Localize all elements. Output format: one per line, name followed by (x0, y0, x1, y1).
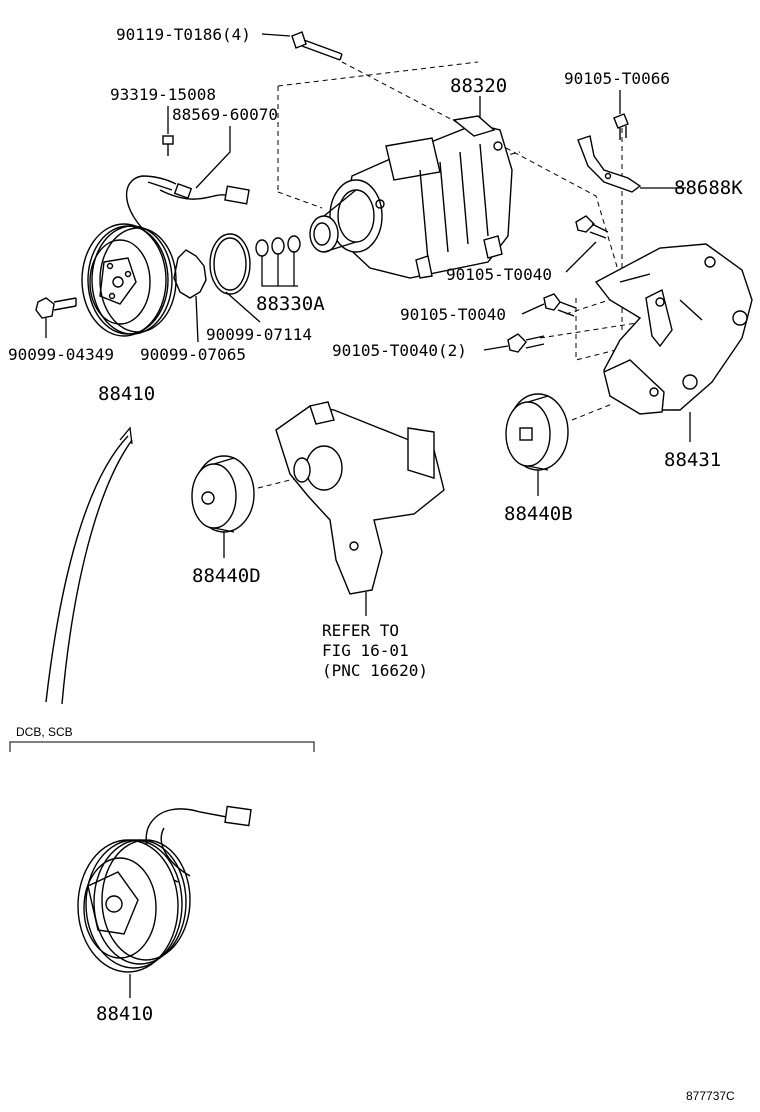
small-bolt-icon[interactable] (162, 135, 174, 156)
callout-bolt-small: 93319-15008 (110, 85, 216, 104)
compressor-icon[interactable] (309, 115, 513, 279)
callout-ring2: 90099-07065 (140, 345, 246, 364)
bolt-tr-icon[interactable] (613, 113, 629, 140)
bolt-left-icon[interactable] (35, 297, 77, 319)
callout-idler-d: 88440D (192, 565, 261, 587)
callout-clutch-alt: 88410 (96, 1003, 153, 1025)
figure-code: 877737C (686, 1089, 735, 1103)
refer-line-3: (PNC 16620) (322, 661, 428, 680)
callout-snapring: 90099-07114 (206, 325, 312, 344)
wire-harness-icon[interactable] (126, 175, 250, 239)
snap-ring-icon[interactable] (209, 233, 251, 295)
idler-pulley-d-icon[interactable] (191, 455, 255, 533)
callout-bolt-mid2: 90105-T0040 (400, 305, 506, 324)
variant-bracket (9, 741, 315, 752)
bolt-mid1-icon[interactable] (575, 215, 609, 239)
callout-bracket: 88431 (664, 449, 721, 471)
variant-arrow-icon (45, 426, 133, 705)
bolt-top-icon[interactable] (291, 31, 343, 61)
callout-bracket-small: 88688K (674, 177, 743, 199)
bolt-mid3-icon[interactable] (507, 333, 545, 353)
callout-idler-b: 88440B (504, 503, 573, 525)
callout-clutch: 88410 (98, 383, 155, 405)
callout-compressor: 88320 (450, 75, 507, 97)
refer-line-2: FIG 16-01 (322, 641, 409, 660)
callout-shim: 88330A (256, 293, 325, 315)
callout-wire: 88569-60070 (172, 105, 278, 124)
callout-bolt-top: 90119-T0186(4) (116, 25, 251, 44)
tensioner-arm-icon[interactable] (275, 401, 445, 595)
ring-icon[interactable] (173, 249, 207, 299)
callout-bolt-mid1: 90105-T0040 (446, 265, 552, 284)
clutch-assembly-icon[interactable] (81, 223, 177, 337)
callout-bolt-tr: 90105-T0066 (564, 69, 670, 88)
clutch-alt-icon[interactable] (77, 805, 252, 973)
variant-label: DCB, SCB (16, 725, 73, 739)
refer-line-1: REFER TO (322, 621, 399, 640)
callout-bolt-left: 90099-04349 (8, 345, 114, 364)
callout-bolt-mid3: 90105-T0040(2) (332, 341, 467, 360)
idler-pulley-b-icon[interactable] (505, 393, 569, 471)
bolt-mid2-icon[interactable] (543, 293, 577, 317)
mounting-bracket-icon[interactable] (594, 243, 753, 415)
small-bracket-icon[interactable] (577, 135, 642, 193)
